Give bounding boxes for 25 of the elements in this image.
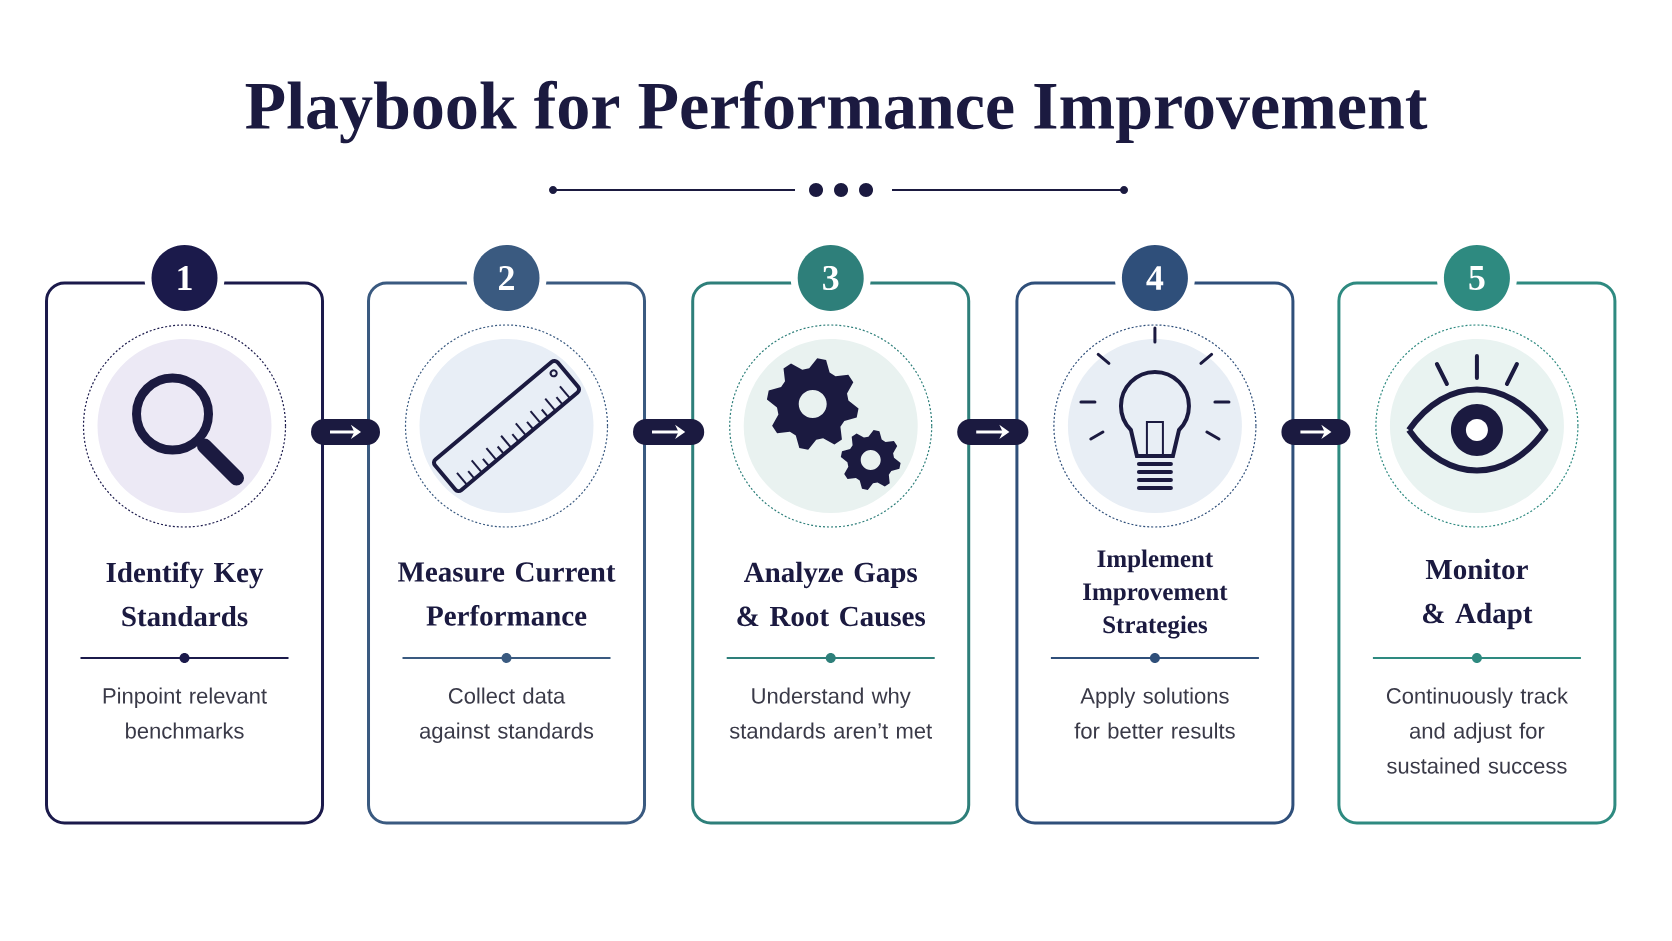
step-number-badge: 3 — [790, 238, 871, 318]
step-number-badge: 1 — [144, 238, 225, 318]
arrow — [1281, 419, 1351, 445]
node-label: 2 — [499, 266, 514, 290]
step-description: Apply solutions for better results — [1074, 687, 1235, 739]
step-description: Understand why standards aren’t met — [729, 687, 932, 739]
node-label: 5 — [1469, 266, 1485, 290]
node-label: 3 — [823, 265, 839, 291]
step-heading: Identify Key Standards — [106, 561, 264, 627]
step-number-badge: 4 — [1114, 238, 1195, 318]
step-heading: Implement Improvement Strategies — [1083, 549, 1228, 639]
step-description: Pinpoint relevant benchmarks — [103, 687, 267, 739]
step-heading: Monitor & Adapt — [1423, 558, 1533, 630]
arrow — [633, 419, 705, 445]
step-heading: Measure Current Performance — [398, 562, 616, 626]
step-number-badge: 5 — [1436, 238, 1517, 318]
arrow — [957, 419, 1029, 445]
title: Playbook for Performance Improvement — [245, 80, 1428, 144]
step-description: Collect data against standards — [420, 687, 594, 744]
node-label: 4 — [1146, 266, 1164, 290]
arrow — [311, 419, 380, 445]
node-label: 1 — [178, 266, 192, 290]
step-number-badge: 2 — [466, 238, 547, 318]
step-heading: Analyze Gaps & Root Causes — [737, 561, 925, 627]
step-description: Continuously track and adjust for sustained success — [1386, 687, 1568, 774]
